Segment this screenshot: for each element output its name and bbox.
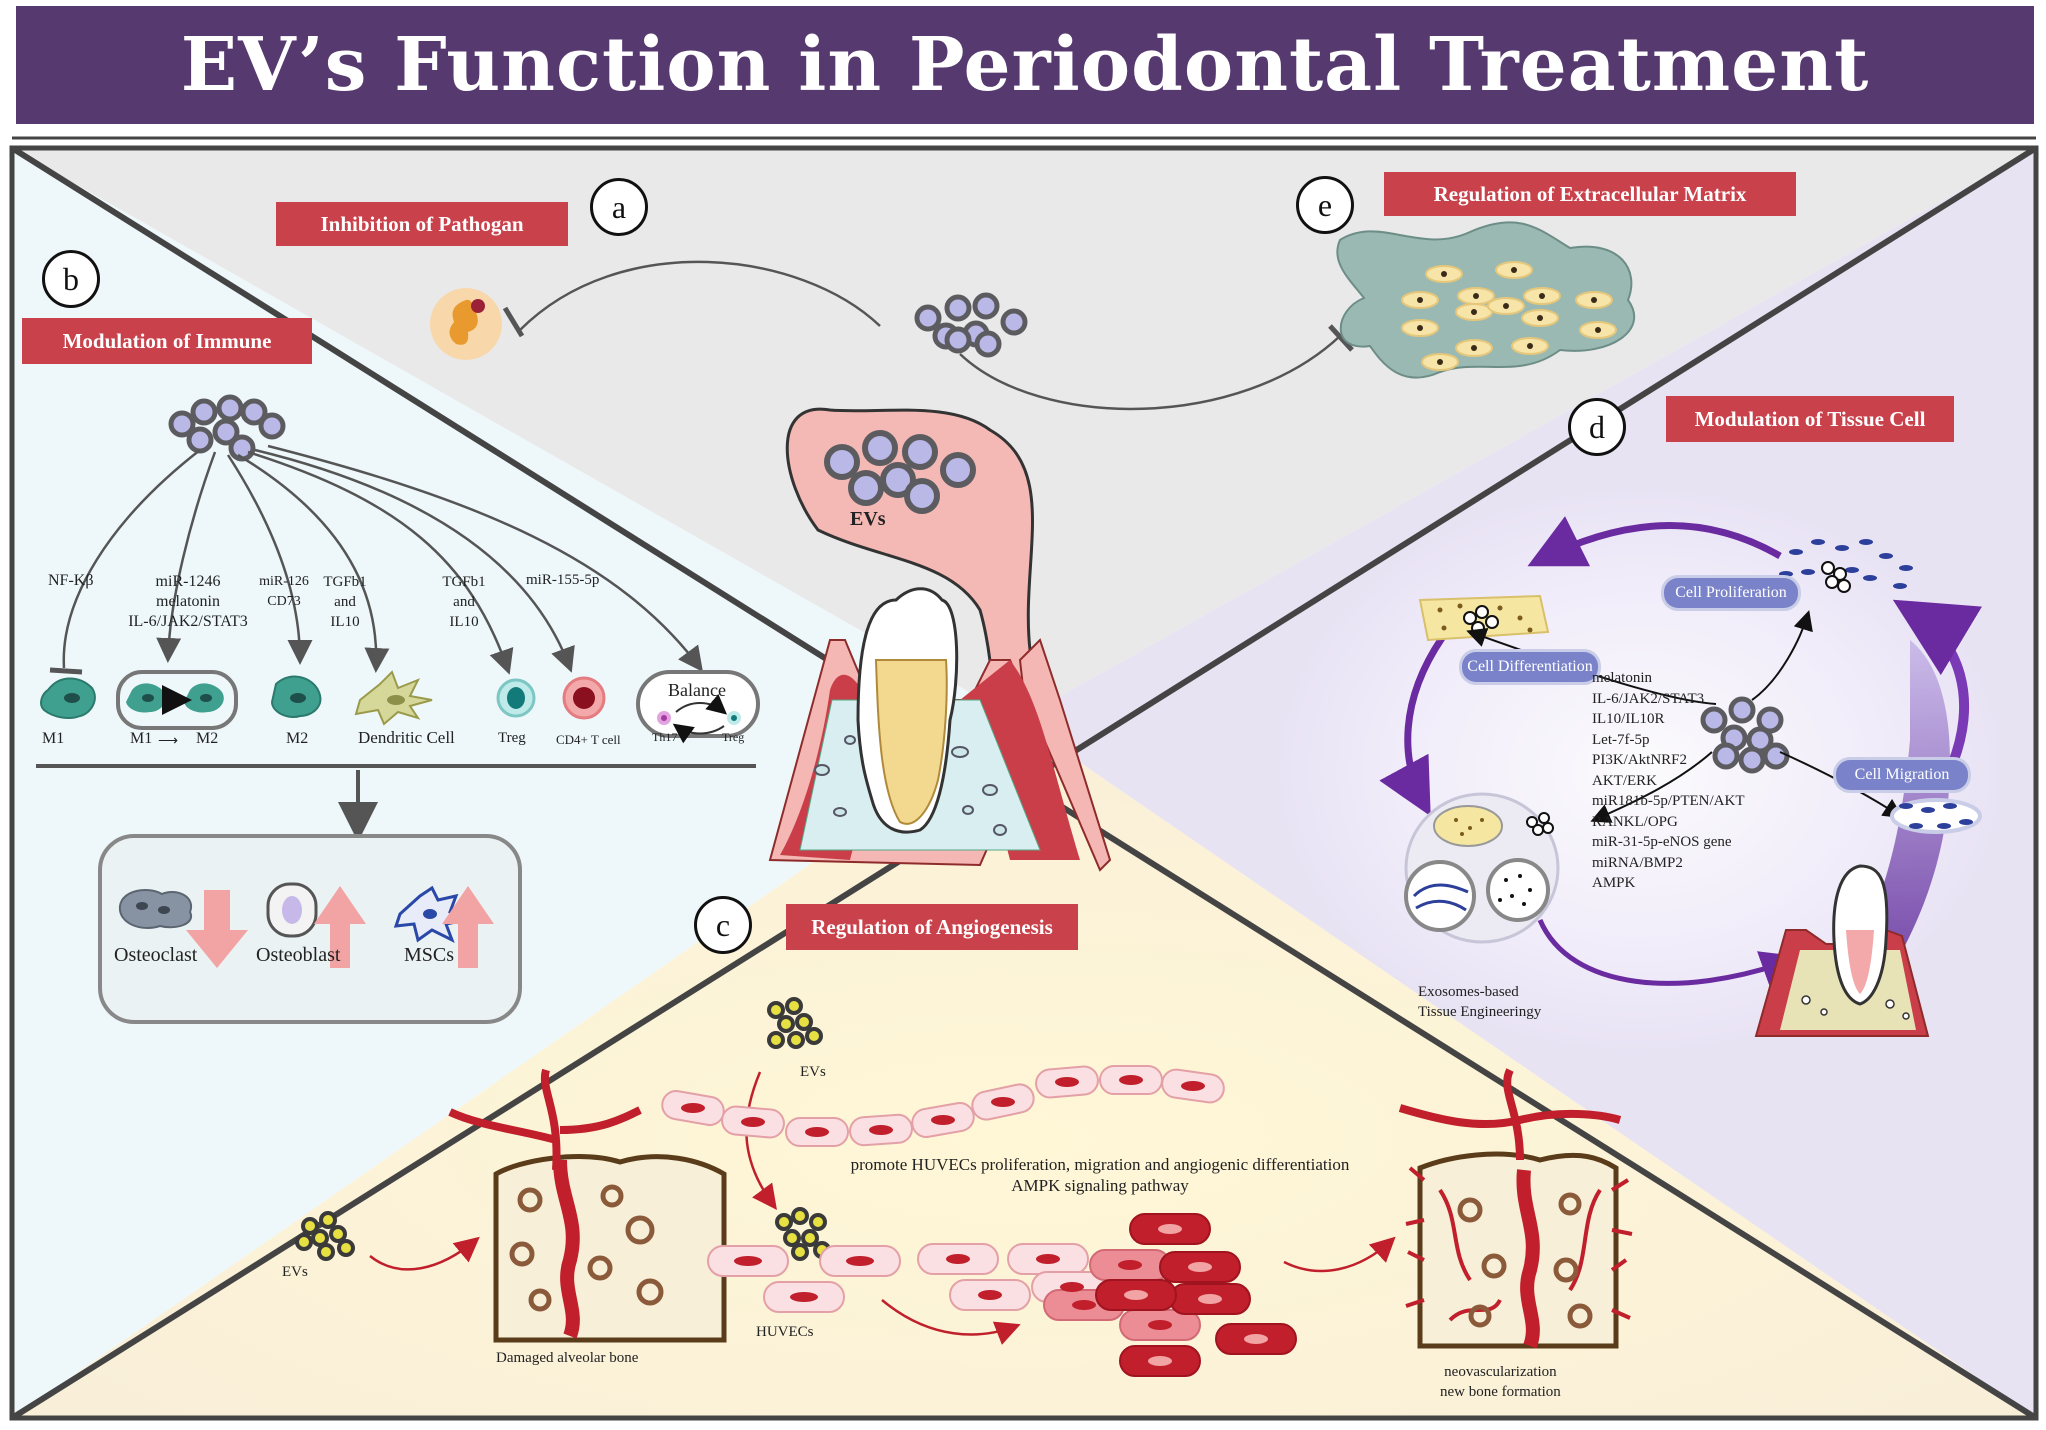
osteoclast-icon [118, 889, 193, 929]
label-m1: M1 [42, 730, 65, 747]
label-mscs: MSCs [404, 944, 455, 966]
pill-cell-differentiation: Cell Differentiation [1462, 652, 1598, 682]
label-osteoclast: Osteoclast [114, 944, 198, 966]
label-evs-left: EVs [282, 1264, 308, 1280]
extracellular-matrix-icon [1336, 221, 1636, 379]
evs-yellow-mid [775, 1207, 831, 1261]
label-evs-top: EVs [800, 1064, 826, 1080]
pill-cell-proliferation: Cell Proliferation [1664, 578, 1798, 608]
periodontal-tooth-small-icon [1754, 864, 1930, 1037]
angiogenesis-mechanism-text: promote HUVECs proliferation, migration … [850, 1155, 1350, 1195]
differentiated-cells-icon [1418, 594, 1550, 642]
th17-treg-balance-icon [636, 670, 760, 744]
damaged-bone-icon [448, 1068, 727, 1343]
label-treg-small: Treg [722, 730, 745, 744]
migrating-cells-icon [1890, 798, 1982, 834]
tissue-pathway-item: PI3K/AktNRF2 [1592, 752, 1688, 768]
section-label-regulation-of-ecm: Regulation of Extracellular Matrix [1384, 172, 1796, 216]
label-m2-transition: M2 [196, 730, 219, 747]
tissue-pathway-item: IL-6/JAK2/STAT3 [1592, 690, 1705, 707]
pathway-mir1246: miR-1246 melatonin IL-6/JAK2/STAT3 [128, 573, 248, 630]
pathway-mir155: miR-155-5p [526, 572, 600, 588]
ev-bubble [785, 407, 1038, 792]
panel-letter-d: d [1568, 398, 1626, 456]
tissue-engineering-label: Exosomes-based Tissue Engineeringy [1418, 984, 1542, 1020]
tissue-pathway-item: RANKL/OPG [1592, 813, 1678, 830]
osteoblast-icon [266, 882, 318, 938]
tissue-pathway-item: miR-31-5p-eNOS gene [1592, 834, 1732, 850]
label-balance: Balance [668, 680, 726, 700]
tissue-pathway-item: IL10/IL10R [1592, 711, 1665, 727]
page-title: EV’s Function in Periodontal Treatment [16, 6, 2034, 124]
tissue-pathway-item: AMPK [1592, 875, 1636, 891]
tissue-engineering-icon [1404, 792, 1560, 944]
m1-macrophage-icon [40, 677, 96, 719]
panel-letter-e: e [1296, 176, 1354, 234]
section-label-modulation-of-immune: Modulation of Immune [22, 318, 312, 364]
neovascularized-bone-icon [1398, 1068, 1633, 1349]
section-label-regulation-of-angiogenesis: Regulation of Angiogenesis [786, 904, 1078, 950]
label-osteoblast: Osteoblast [256, 944, 341, 966]
panel-letter-c: c [694, 896, 752, 954]
evs-cluster-b [168, 394, 286, 462]
evs-cluster-a [914, 292, 1028, 358]
pathogen-icon [430, 288, 502, 360]
huvecs-cells-icon [707, 1245, 901, 1313]
m1-to-m2-group [116, 670, 238, 730]
evs-yellow-top [767, 997, 823, 1049]
periodontal-tooth-icon [768, 587, 1112, 872]
m2-macrophage-icon [270, 675, 322, 718]
tissue-pathway-item: miRNA/BMP2 [1592, 854, 1683, 871]
osteoclast-down-arrow [186, 890, 248, 968]
tissue-pathway-item: AKT/ERK [1592, 772, 1657, 789]
pill-cell-migration: Cell Migration [1836, 760, 1968, 790]
tissue-pathway-item: Let-7f-5p [1592, 731, 1650, 748]
label-m2: M2 [286, 730, 309, 747]
evs-cluster-d [1700, 696, 1790, 774]
center-evs-label: EVs [850, 508, 886, 530]
proliferating-cells-icon [1779, 539, 1913, 593]
angiogenesis-result-label: neovascularization new bone formation [1440, 1364, 1561, 1400]
tissue-pathway-item: miR181b-5p/PTEN/AKT [1592, 793, 1745, 809]
pathway-tgfb1-il10-a: TGFb1 and IL10 [323, 574, 367, 630]
region-left [12, 148, 1018, 1418]
panel-letter-a: a [590, 178, 648, 236]
section-label-modulation-of-tissue-cell: Modulation of Tissue Cell [1666, 396, 1954, 442]
osteoblast-up-arrow [314, 886, 366, 968]
tissue-pathway-list: melatonin IL-6/JAK2/STAT3 IL10/IL10R Let… [1592, 668, 1745, 894]
label-damaged-alveolar-bone: Damaged alveolar bone [496, 1350, 639, 1366]
panel-letter-b: b [42, 250, 100, 308]
tissue-pathway-item: melatonin [1592, 670, 1652, 686]
label-cd4-t-cell: CD4+ T cell [556, 732, 621, 747]
label-huvecs: HUVECs [756, 1324, 814, 1340]
section-label-inhibition-of-pathogen: Inhibition of Pathogan [276, 202, 568, 246]
label-treg: Treg [498, 730, 526, 746]
pathway-mir126: miR-126 CD73 [259, 574, 309, 609]
mscs-up-arrow [442, 886, 494, 968]
label-th17: Th17 [652, 730, 678, 744]
pathway-tgfb1-il10-b: TGFb1 and IL10 [442, 574, 486, 630]
pathway-nfkb: NF-Kβ [48, 572, 94, 589]
dendritic-cell-icon [354, 670, 433, 726]
m1-to-m2-arrow-icon: ⟶ [158, 734, 179, 749]
angiogenic-cells-cluster [917, 1213, 1297, 1377]
label-m1-transition: M1 [130, 730, 153, 747]
evs-yellow-left [295, 1211, 355, 1261]
cd4-t-cell-icon [562, 676, 606, 720]
label-dendritic-cell: Dendritic Cell [358, 728, 455, 747]
treg-cell-icon [496, 678, 536, 718]
